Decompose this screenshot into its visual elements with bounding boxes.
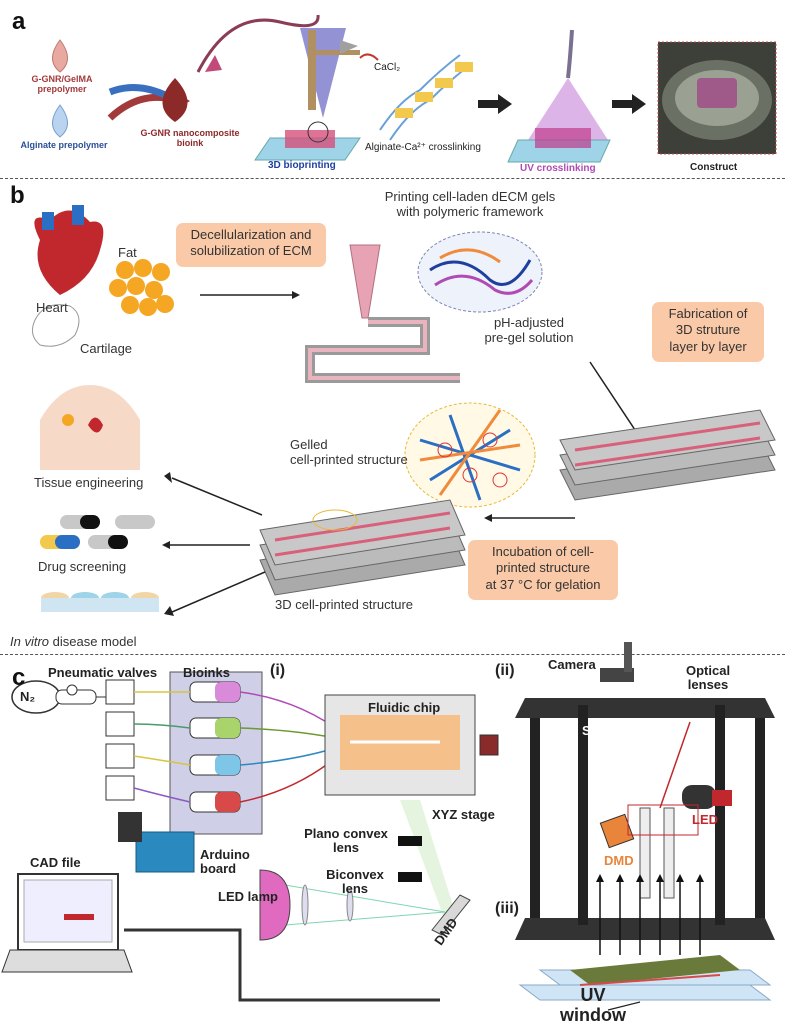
- invitro-italic: In vitro: [10, 634, 50, 649]
- fat-label: Fat: [118, 245, 137, 260]
- panel-letter-b: b: [10, 182, 25, 209]
- alginate-prepolymer-label: Alginate prepolymer: [20, 140, 108, 150]
- arduino-board: [135, 831, 195, 873]
- heart-icon: [34, 210, 104, 295]
- cartilage-label: Cartilage: [80, 341, 133, 356]
- pills-icon: [40, 515, 155, 549]
- led-lamp-label: LED lamp: [218, 889, 278, 904]
- syringes: [189, 681, 241, 813]
- arrow-right-1: [478, 94, 512, 114]
- led-lamp: [259, 869, 291, 941]
- crosslinking-label: Alginate-Ca²⁺ crosslinking: [365, 142, 481, 153]
- xyz-stage-label: XYZ stage: [432, 807, 495, 822]
- incubation-box: Incubation of cell- printed structure at…: [468, 540, 618, 600]
- nozzle-cone: [300, 28, 346, 118]
- cad-file-label: CAD file: [30, 855, 81, 870]
- uv-window-label: UV window: [560, 985, 626, 1025]
- divider-ab: [0, 178, 785, 179]
- gnr-prepolymer-label: G-GNR/GelMA prepolymer: [31, 74, 93, 95]
- biconvex-lens-label: Biconvex lens: [326, 867, 384, 897]
- arduino-label: Arduino board: [200, 847, 250, 877]
- invitro-rest: disease model: [49, 634, 137, 649]
- fluidic-chip-label: Fluidic chip: [368, 700, 441, 715]
- subpanel-i-label: (i): [270, 662, 286, 679]
- arrow-right-2: [612, 94, 646, 114]
- dmd-mirror: [431, 894, 471, 936]
- alginate-strand: [379, 54, 461, 131]
- led-label: LED: [692, 812, 718, 827]
- plano-lens-label: Plano convex lens: [304, 826, 388, 856]
- stage-label: Stage: [582, 723, 618, 738]
- tube: [196, 14, 320, 73]
- construct-label: Construct: [690, 162, 738, 173]
- printed-structure-label: 3D cell-printed structure: [275, 597, 413, 612]
- uv-chip: [518, 955, 772, 1001]
- decellularization-box: Decellularization and solubilization of …: [176, 223, 326, 267]
- layered-structure-right: [559, 409, 776, 501]
- panel-letter-c: c: [12, 664, 26, 691]
- n2-label: N₂: [20, 689, 36, 704]
- optical-setup: [515, 642, 775, 940]
- bioink-label: G-GNR nanocomposite bioink: [140, 128, 240, 149]
- invitro-label: In vitro disease model: [10, 634, 137, 650]
- fat-icon: [109, 259, 174, 316]
- subpanel-ii-label: (ii): [495, 662, 515, 679]
- cacl2-label: CaCl₂: [374, 62, 401, 73]
- layered-structure-left: [259, 499, 466, 596]
- camera-label: Camera: [548, 657, 596, 672]
- dishes-icon: [41, 592, 159, 612]
- biconvex-lens: [398, 872, 422, 882]
- subpanel-iii-label: (iii): [495, 900, 519, 917]
- ph-label: pH-adjusted pre-gel solution: [484, 315, 574, 345]
- panel-b-title: Printing cell-laden dECM gels with polym…: [384, 189, 556, 219]
- heart-label: Heart: [36, 300, 68, 315]
- plano-lens: [398, 836, 422, 846]
- bioprinting-label: 3D bioprinting: [268, 160, 336, 171]
- print-nozzle: [349, 244, 381, 319]
- gnr-droplet: [52, 39, 68, 73]
- bioinks-label: Bioinks: [183, 665, 230, 680]
- optical-lenses-label: Optical lenses: [686, 663, 731, 693]
- uv-arrows: [599, 880, 701, 955]
- panel-letter-a: a: [12, 8, 26, 35]
- light-path: [400, 800, 455, 920]
- bioink-droplet: [162, 78, 188, 122]
- uv-cone: [528, 78, 608, 140]
- gelled-label: Gelled cell-printed structure: [290, 437, 408, 467]
- alginate-droplet: [52, 104, 68, 138]
- cartilage-icon: [31, 304, 80, 347]
- pneumatic-valves: [105, 679, 135, 801]
- uv-crosslinking-label: UV crosslinking: [520, 163, 596, 174]
- divider-bc: [0, 654, 785, 655]
- valves-label: Pneumatic valves: [48, 665, 158, 680]
- dmd-setup-label: DMD: [604, 853, 634, 868]
- fabrication-box: Fabrication of 3D struture layer by laye…: [652, 302, 764, 362]
- drug-screening-label: Drug screening: [38, 559, 127, 574]
- tissue-engineering-label: Tissue engineering: [34, 475, 144, 490]
